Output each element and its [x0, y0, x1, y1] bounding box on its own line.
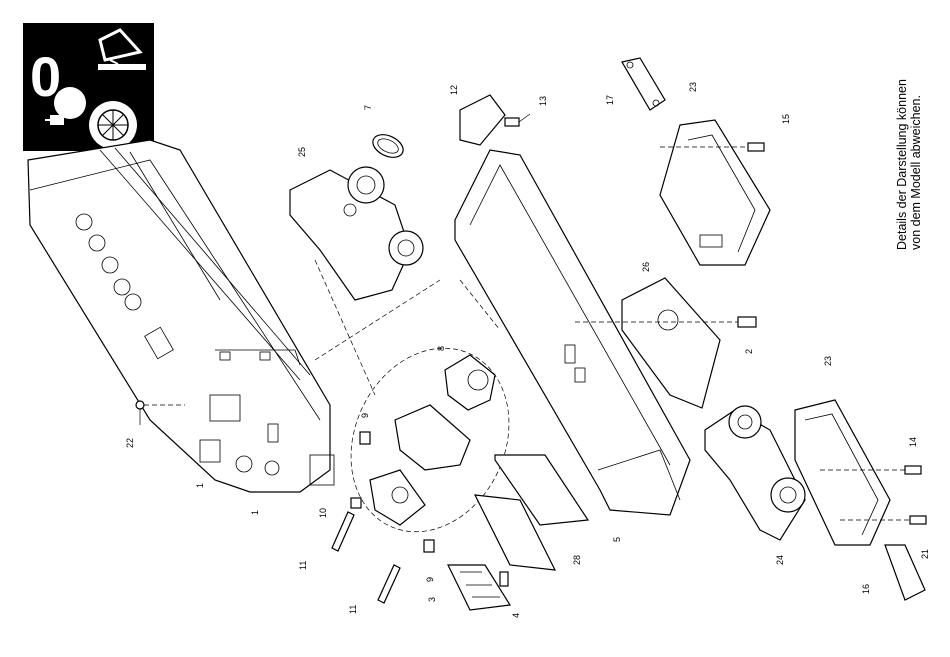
part-16-coupler: [885, 545, 925, 600]
part-9-block-upper: [360, 432, 370, 444]
callout-8: 8: [436, 346, 446, 351]
callout-15: 15: [781, 114, 791, 124]
part-7-traction-ring: [369, 130, 406, 162]
callout-1: 1: [195, 483, 205, 488]
callout-16: 16: [861, 584, 871, 594]
locomotive-body-shell: [28, 140, 334, 492]
callout-13: 13: [538, 96, 548, 106]
fan-icon: [89, 101, 137, 149]
part-4-screw: [500, 572, 508, 586]
callout-28: 28: [572, 555, 582, 565]
callout-9: 9: [360, 413, 370, 418]
part-24-rear-bogie: [705, 406, 805, 540]
callout-4: 4: [511, 613, 521, 618]
callout-1: 1: [250, 510, 260, 515]
part-13-screw: [505, 114, 530, 126]
part-25-front-bogie: [290, 167, 423, 300]
disclaimer-line-2: von dem Modell abweichen.: [909, 10, 923, 250]
part-17-coupler-plate: [622, 58, 665, 110]
part-23-truck-frame-upper: [660, 120, 770, 265]
part-10-nut: [351, 498, 361, 508]
callout-12: 12: [449, 85, 459, 95]
callout-23: 23: [688, 82, 698, 92]
part-11-screw-upper: [332, 512, 354, 551]
callout-26: 26: [641, 262, 651, 272]
callout-9: 9: [425, 577, 435, 582]
callout-14: 14: [908, 437, 918, 447]
callout-10: 10: [318, 508, 328, 518]
callout-3: 3: [427, 597, 437, 602]
callout-24: 24: [775, 555, 785, 565]
disclaimer-line-1: Details der Darstellung können: [895, 10, 909, 250]
callout-21: 21: [920, 549, 930, 559]
callout-2: 2: [744, 349, 754, 354]
part-8-motor: [445, 355, 495, 410]
disclaimer-note: Details der Darstellung können von dem M…: [895, 10, 950, 250]
callout-11: 11: [298, 561, 308, 570]
callout-5: 5: [612, 537, 622, 542]
function-logo: 0: [23, 23, 154, 151]
part-28-circuit-board: [475, 455, 588, 570]
part-23-truck-frame-lower: [795, 400, 890, 545]
part-9-block-lower: [424, 540, 434, 552]
callout-25: 25: [297, 147, 307, 157]
callout-11: 11: [348, 605, 358, 614]
callout-23: 23: [823, 356, 833, 366]
callout-17: 17: [605, 95, 615, 105]
part-11-screw-lower: [378, 565, 400, 603]
callout-22: 22: [125, 438, 135, 448]
callout-7: 7: [363, 105, 373, 110]
part-12-bracket: [460, 95, 505, 145]
